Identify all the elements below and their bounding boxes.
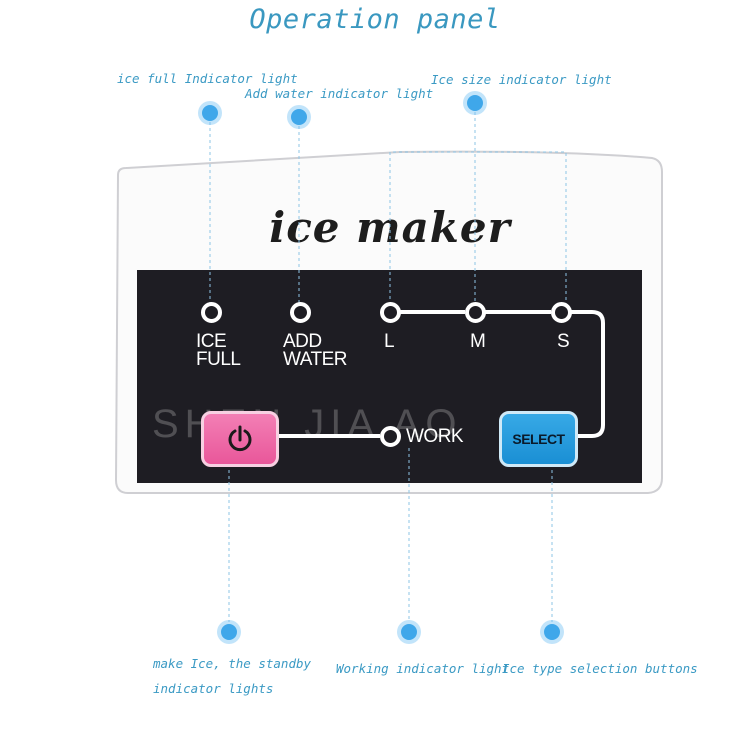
label-size-s: S — [557, 331, 570, 352]
callout-ice-size: Ice size indicator light — [431, 72, 612, 87]
label-size-m: M — [470, 331, 486, 352]
add-water-indicator-light — [290, 302, 311, 323]
label-size-l: L — [384, 331, 395, 352]
power-button[interactable] — [201, 411, 279, 467]
callout-dot-ice-type — [544, 624, 560, 640]
ice-size-m-indicator-light — [465, 302, 486, 323]
label-ice: ICE — [196, 331, 227, 352]
work-indicator-light — [380, 426, 401, 447]
callout-ice-full: ice full Indicator light — [117, 71, 298, 86]
callout-make-ice: make Ice, the standby — [153, 656, 312, 671]
label-work: WORK — [406, 426, 464, 447]
page-title: Operation panel — [249, 4, 501, 35]
callout-dot-make-ice — [221, 624, 237, 640]
callout-working: Working indicator light — [336, 661, 510, 676]
callout-ice-type: Ice type selection buttons — [502, 661, 698, 676]
select-button[interactable]: SELECT — [499, 411, 578, 467]
callout-dot-add-water — [291, 109, 307, 125]
power-icon — [228, 425, 252, 452]
ice-size-s-indicator-light — [551, 302, 572, 323]
brand-logo-text: ice maker — [269, 203, 511, 252]
callout-dot-ice-full — [202, 105, 218, 121]
label-add: ADD — [283, 331, 322, 352]
callout-dot-working — [401, 624, 417, 640]
callout-add-water: Add water indicator light — [245, 86, 434, 101]
label-water: WATER — [283, 349, 348, 370]
ice-full-indicator-light — [201, 302, 222, 323]
ice-size-l-indicator-light — [380, 302, 401, 323]
callout-make-ice-line2: indicator lights — [153, 681, 274, 696]
callout-dot-ice-size — [467, 95, 483, 111]
label-full: FULL — [196, 349, 241, 370]
